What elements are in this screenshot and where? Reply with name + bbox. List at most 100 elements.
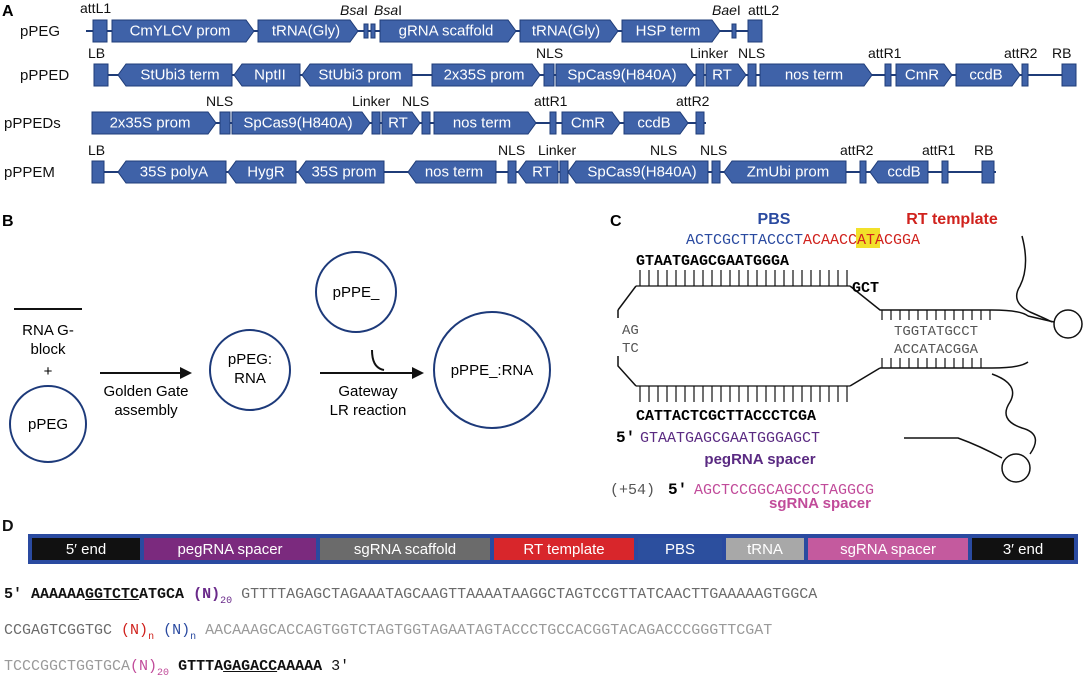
- feature-label: RT: [388, 115, 408, 132]
- bar-segment-pegrna-spacer: pegRNA spacer: [144, 538, 316, 560]
- feature-label: gRNA scaffold: [399, 23, 494, 40]
- feature-stubi3-term: [117, 63, 233, 87]
- panel-a-vector-maps: .feat { fill:#3f62a8; stroke:#1f3c78; st…: [2, 0, 1077, 184]
- highlight-box: [856, 228, 880, 248]
- feature-label: nos term: [785, 67, 843, 84]
- panel-c-label: C: [610, 213, 622, 230]
- sgrna-spacer-sequence: AGCTCCGGCAGCCCTAGGCG: [694, 482, 874, 499]
- bar-segment-3prime: 3′ end: [972, 538, 1074, 560]
- panel-c-pegrna-schematic: C PBS RT template ACTCGCTTACCCTACAACCATA…: [610, 211, 1083, 512]
- row-ppeg: pPEG CmYLCV prom tRNA(Gly) gRNA scaffold…: [20, 0, 779, 43]
- bar-label: PBS: [664, 540, 695, 558]
- feature-ccdb: [869, 160, 929, 184]
- seq-5prime: 5′: [4, 586, 32, 603]
- seq-bsai-site: GAGACC: [223, 658, 278, 675]
- bar-label: pegRNA spacer: [177, 540, 283, 558]
- feature-label: RT: [532, 164, 552, 181]
- site-label-baei: BaeI: [712, 2, 741, 18]
- feature-label: tRNA(Gly): [532, 23, 600, 40]
- circle-ppeg-label: pPEG: [28, 416, 68, 433]
- seq-sgrna-spacer-n: (N): [130, 658, 158, 675]
- feature-label: HygR: [247, 164, 285, 181]
- bar-segment-5prime: 5′ end: [32, 538, 140, 560]
- circle-ppeg: [9, 385, 87, 463]
- panel-b-label: B: [2, 213, 14, 230]
- feature-label: HSP term: [636, 23, 701, 40]
- feature-label: tRNA(Gly): [272, 23, 340, 40]
- row-name: pPPEM: [4, 164, 55, 181]
- sgrna-spacer-label: sgRNA spacer: [769, 495, 871, 512]
- seq-poly-a: AAAAAA: [31, 586, 86, 603]
- plus-sign: +: [44, 363, 53, 380]
- circle-ppeg-rna-label: RNA: [234, 370, 266, 387]
- feature-ccdb: [623, 111, 689, 135]
- site-label-linker: Linker: [352, 93, 390, 109]
- site-label-rb: RB: [1052, 45, 1071, 61]
- bar-label: sgRNA scaffold: [353, 540, 457, 558]
- seq-subscript: n: [148, 632, 155, 643]
- site-label-attr1: attR1: [534, 93, 568, 109]
- feature-zmubi-prom: [723, 160, 847, 184]
- site-label-nls: NLS: [738, 45, 765, 61]
- circle-ppeg-rna-label: pPEG:: [228, 351, 272, 368]
- seq-trna: AACAAAGCACCAGTGGTCTAGTGGTAGAATAGTACCCTGC…: [205, 622, 773, 639]
- circle-pppe-rna-label: pPPE_:RNA: [451, 362, 534, 379]
- feature-spcas9: [567, 160, 709, 184]
- circle-ppeg-rna: [209, 329, 291, 411]
- panel-b-cloning-workflow: B RNA G- block + pPEG Golden Gate assemb…: [2, 213, 551, 463]
- seq-pbs-n: (N): [163, 622, 191, 639]
- circle-pppe: [315, 251, 397, 333]
- site-label-lb: LB: [88, 142, 105, 158]
- feature-cmr: [561, 111, 621, 135]
- sequence-line-2: CCGAGTCGGTGC (N)n (N)n AACAAAGCACCAGTGGT…: [4, 622, 773, 643]
- site-label-lb: LB: [88, 45, 105, 61]
- feature-label: 35S polyA: [140, 164, 208, 181]
- feature-label: SpCas9(H840A): [243, 115, 352, 132]
- feature-label: nos term: [453, 115, 511, 132]
- left-loop-bottom: TC: [622, 341, 639, 357]
- circle-pppe-rna: [433, 311, 551, 429]
- row-pppem: pPPEM 35S polyA HygR 35S prom nos term R…: [4, 142, 996, 184]
- bar-segment-sgrna-scaffold: sgRNA scaffold: [320, 538, 490, 560]
- pegrna-five-prime: 5′: [616, 429, 635, 447]
- right-ticks-bottom: [881, 358, 982, 368]
- feature-label: RT: [712, 67, 732, 84]
- seq-scaffold: GTTTTAGAGCTAGAAATAGCAAGTTAAAATAAGGCTAGTC…: [241, 586, 818, 603]
- feature-grna-scaffold: [379, 19, 517, 43]
- site-label-attl1: attL1: [80, 0, 111, 16]
- bar-label: tRNA: [747, 540, 783, 558]
- bar-label: RT template: [523, 540, 605, 558]
- feature-2x35s-prom: [431, 63, 541, 87]
- bottom-ticks: [636, 385, 850, 402]
- right-top-sequence: TGGTATGCCT: [894, 324, 978, 340]
- row-name: pPPED: [20, 67, 69, 84]
- site-label-nls: NLS: [402, 93, 429, 109]
- feature-label: ccdB: [969, 67, 1002, 84]
- site-label-nls: NLS: [650, 142, 677, 158]
- bar-segment-sgrna-spacer: sgRNA spacer: [808, 538, 968, 560]
- seq-linker: ATGCA: [139, 586, 185, 603]
- site-label-bsai: BsaI: [340, 2, 368, 18]
- seq-pegrna-spacer-n: (N): [193, 586, 221, 603]
- arrow-head: [180, 367, 192, 379]
- feature-cmr: [895, 63, 953, 87]
- feature-label: nos term: [425, 164, 483, 181]
- feature-label: SpCas9(H840A): [587, 164, 696, 181]
- feature-label: ZmUbi prom: [747, 164, 830, 181]
- feature-trna-gly: [257, 19, 359, 43]
- feature-stubi3-prom: [301, 63, 413, 87]
- rt-tail-curve: [1015, 235, 1053, 323]
- site-label-nls: NLS: [498, 142, 525, 158]
- bar-label: 5′ end: [65, 540, 107, 558]
- pegrna-component-bar: 5′ end pegRNA spacer sgRNA scaffold RT t…: [28, 534, 1078, 564]
- feature-spcas9: [231, 111, 371, 135]
- feature-label: CmR: [905, 67, 939, 84]
- seq-subscript: 20: [157, 668, 170, 679]
- seq-3prime: 3′: [322, 658, 350, 675]
- step2-label: LR reaction: [330, 402, 407, 419]
- feature-hsp-term: [621, 19, 721, 43]
- right-bottom-sequence: ACCATACGGA: [894, 342, 979, 358]
- site-label-linker: Linker: [538, 142, 576, 158]
- bar-segment-pbs: PBS: [638, 538, 722, 560]
- feature-rt: [705, 63, 747, 87]
